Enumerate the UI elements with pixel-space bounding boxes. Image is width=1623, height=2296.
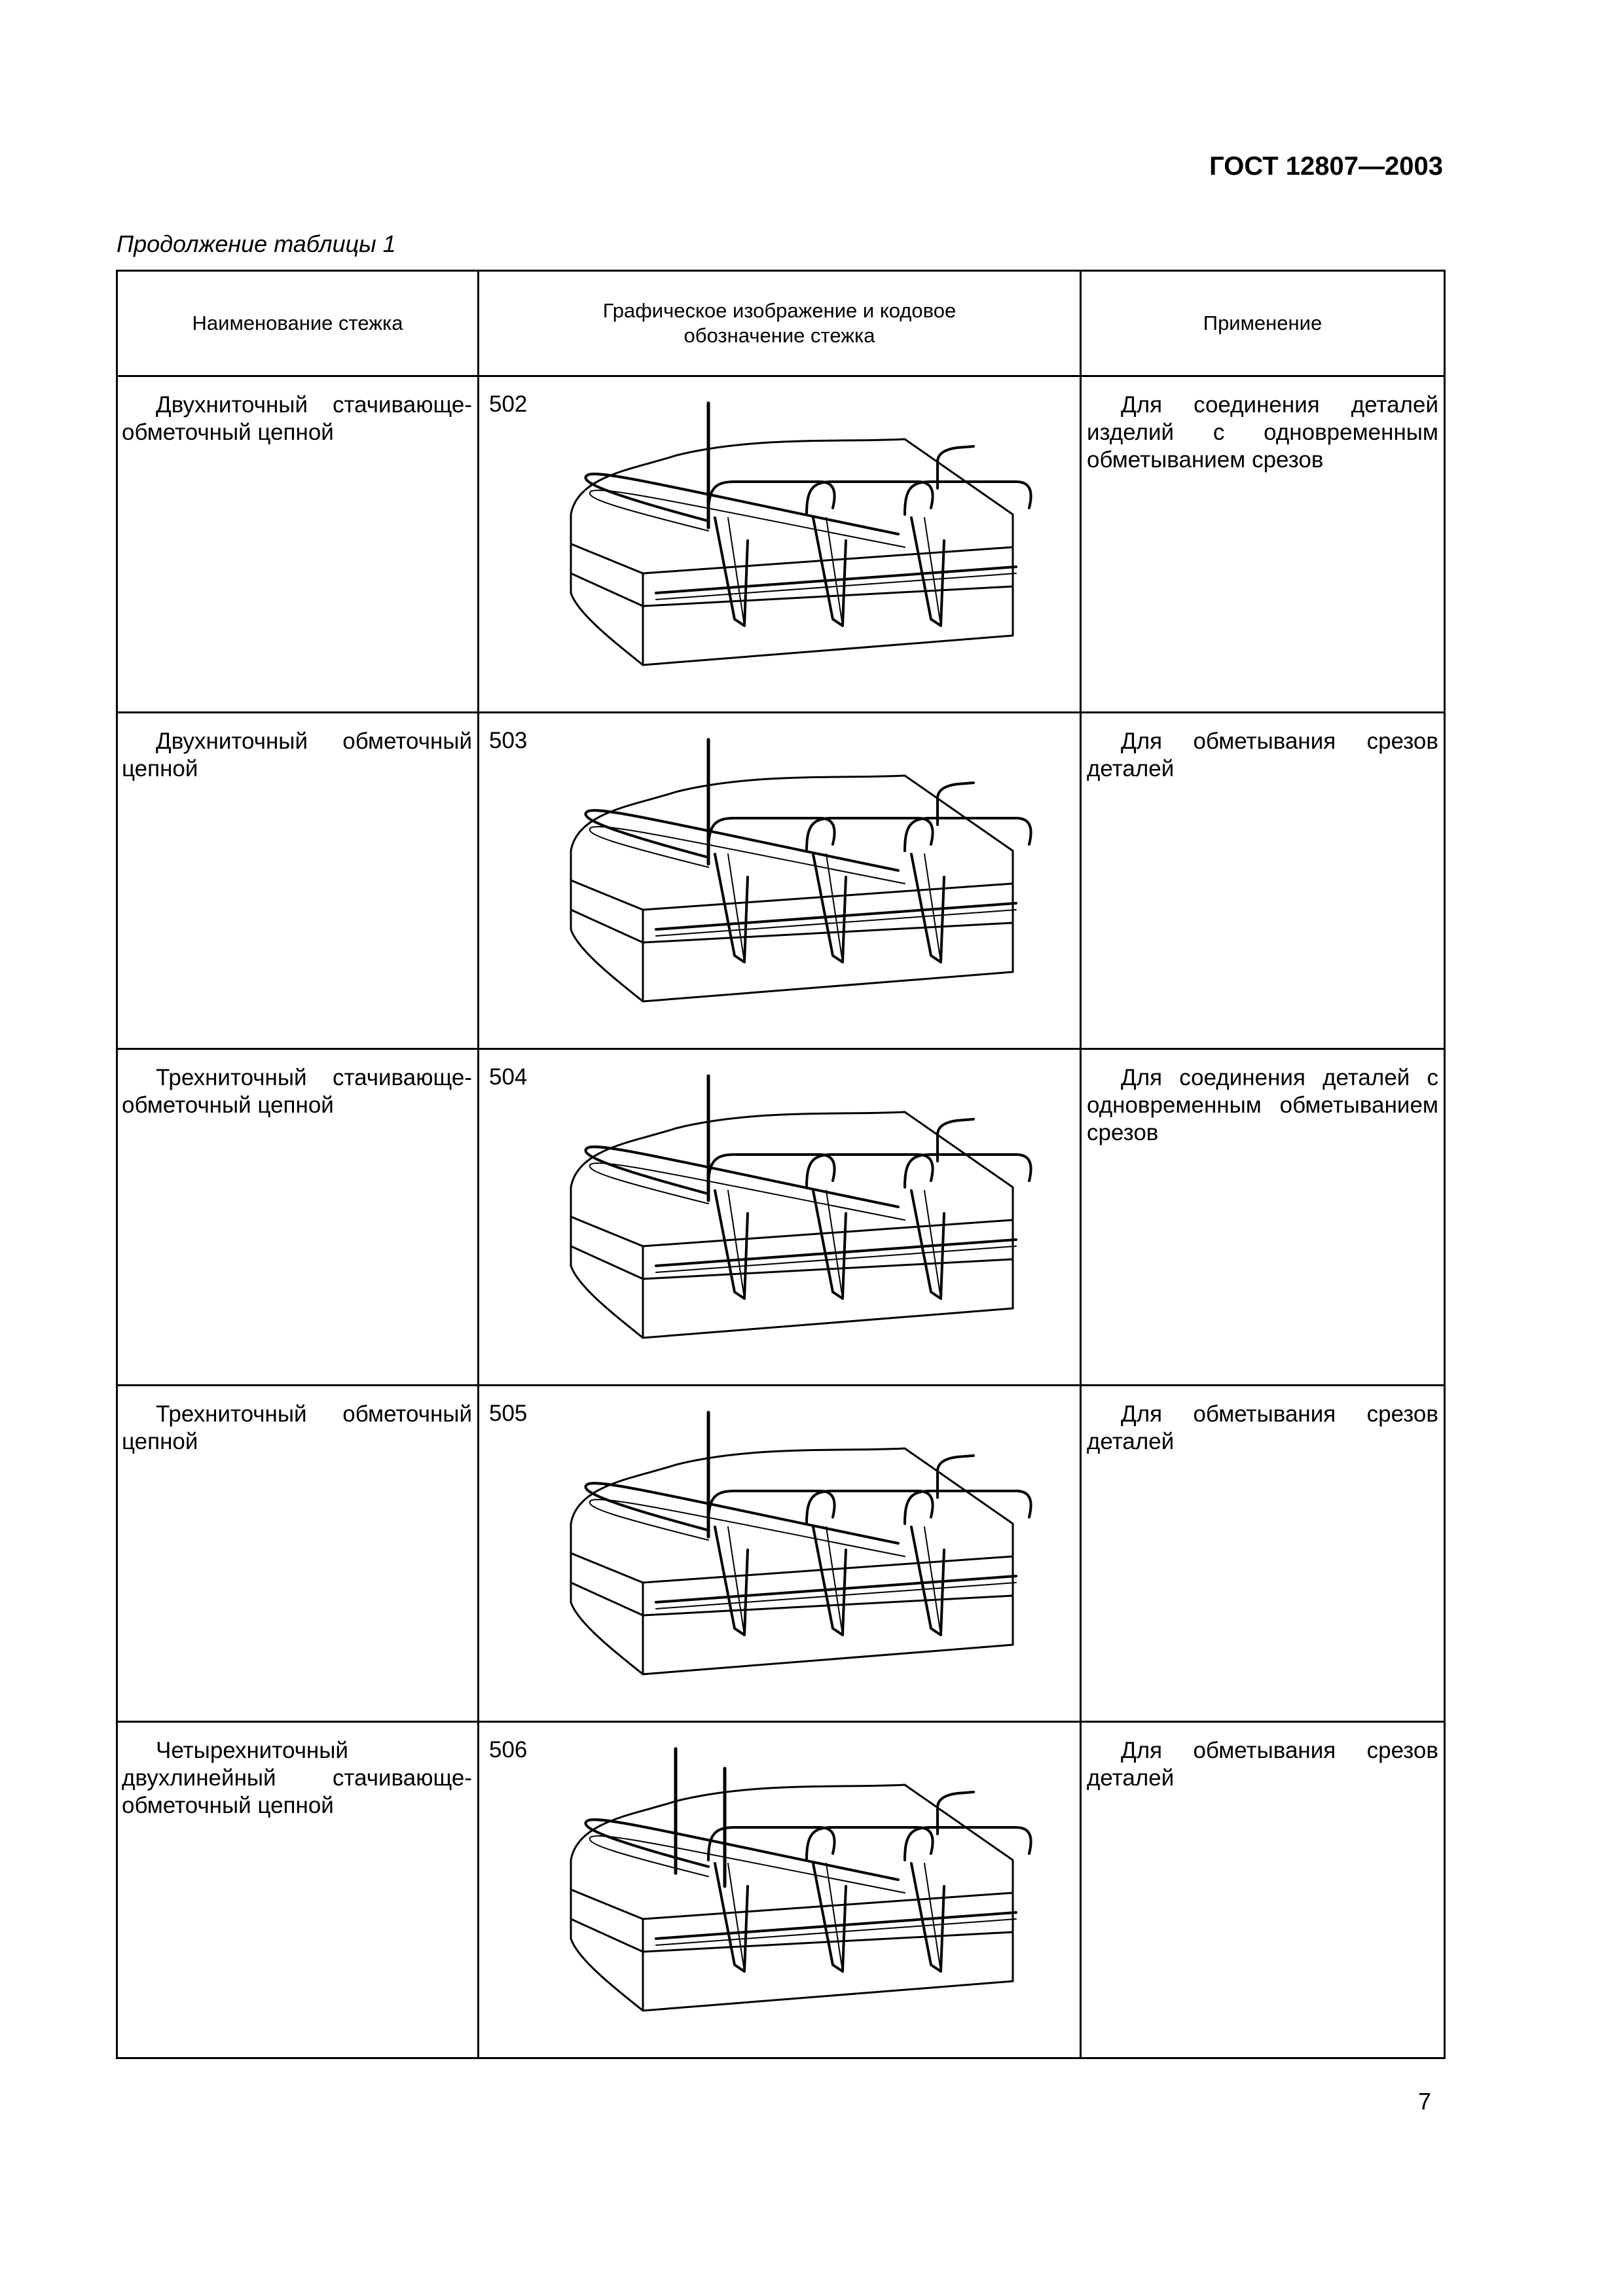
stitch-table: Наименование стежка Графическое изображе… <box>116 270 1446 2059</box>
stitch-code: 502 <box>489 391 528 417</box>
stitch-name: Трехниточный стачивающе-обметочный цепно… <box>116 1048 479 1386</box>
stitch-503-diagram-icon <box>570 738 1032 1003</box>
stitch-usage: Для обметывания срезов деталей <box>1080 1384 1446 1723</box>
table-row: Четырехниточный двухлинейный стачивающе-… <box>116 1721 1446 2059</box>
stitch-name: Двухниточный обметочный цепной <box>116 711 479 1050</box>
stitch-502-diagram-icon <box>570 401 1032 666</box>
document-code: ГОСТ 12807—2003 <box>1209 152 1443 181</box>
column-header-figure: Графическое изображение и кодовое обозна… <box>477 270 1082 377</box>
table-row: Трехниточный стачивающе-обметочный цепно… <box>116 1048 1446 1386</box>
table-caption: Продолжение таблицы 1 <box>117 230 396 257</box>
table-row: Двухниточный обметочный цепной 503 Для о… <box>116 711 1446 1050</box>
stitch-figure-cell: 506 <box>477 1721 1082 2059</box>
stitch-name: Двухниточный стачивающе-обметочный цепно… <box>116 375 479 713</box>
stitch-usage: Для обметывания срезов деталей <box>1080 711 1446 1050</box>
table-row: Трехниточный обметочный цепной 505 Для о… <box>116 1384 1446 1723</box>
page-number: 7 <box>1417 2088 1431 2115</box>
column-header-usage: Применение <box>1080 270 1446 377</box>
stitch-figure-cell: 504 <box>477 1048 1082 1386</box>
column-header-name: Наименование стежка <box>116 270 479 377</box>
stitch-code: 505 <box>489 1401 528 1426</box>
table-row: Двухниточный стачивающе-обметочный цепно… <box>116 375 1446 713</box>
table-header-row: Наименование стежка Графическое изображе… <box>116 270 1446 377</box>
stitch-usage: Для обметывания срезов деталей <box>1080 1721 1446 2059</box>
stitch-code: 503 <box>489 728 528 753</box>
stitch-usage: Для соединения деталей с одновременным о… <box>1080 1048 1446 1386</box>
stitch-code: 506 <box>489 1737 528 1763</box>
stitch-code: 504 <box>489 1064 528 1090</box>
stitch-505-diagram-icon <box>570 1410 1032 1676</box>
stitch-name: Четырехниточный двухлинейный стачивающе-… <box>116 1721 479 2059</box>
stitch-name: Трехниточный обметочный цепной <box>116 1384 479 1723</box>
stitch-506-diagram-icon <box>570 1747 1032 2012</box>
stitch-usage: Для соединения деталей изделий с одновре… <box>1080 375 1446 713</box>
stitch-figure-cell: 502 <box>477 375 1082 713</box>
stitch-504-diagram-icon <box>570 1074 1032 1339</box>
stitch-figure-cell: 505 <box>477 1384 1082 1723</box>
stitch-figure-cell: 503 <box>477 711 1082 1050</box>
